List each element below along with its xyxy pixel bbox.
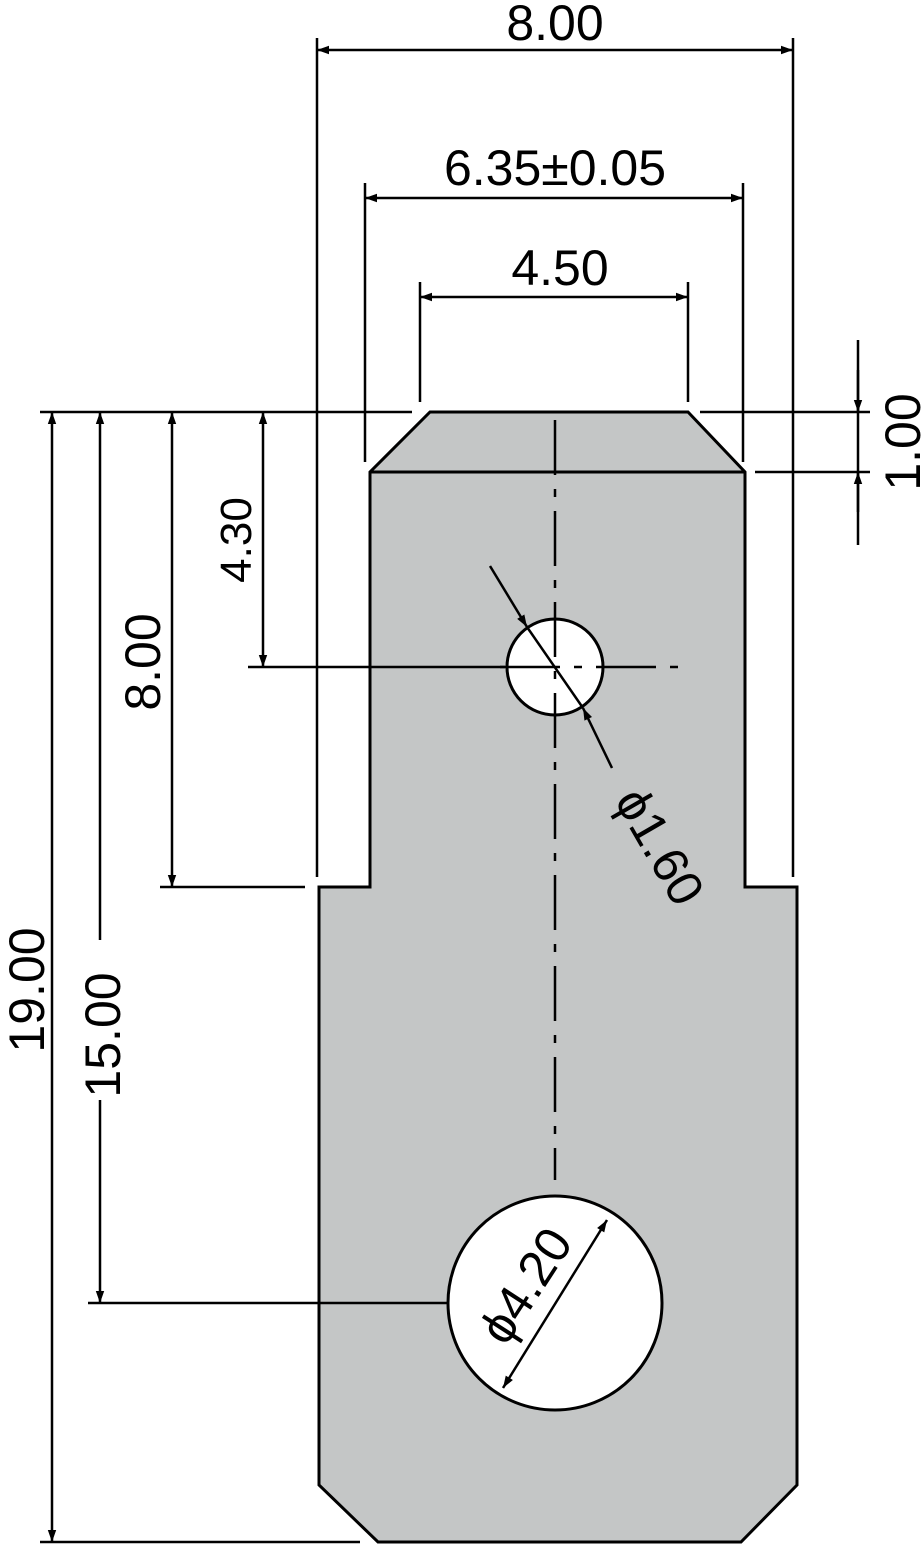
leader-small-hole: [488, 565, 529, 628]
dim-small-hole-position: 4.30: [212, 497, 261, 583]
dim-large-hole-position: 15.00: [75, 972, 131, 1097]
dim-chamfer-height: 1.00: [875, 393, 922, 490]
dim-tab-length: 8.00: [115, 613, 171, 710]
leader-small-hole: [525, 626, 585, 709]
dim-line-large-hole-diameter: [501, 1219, 609, 1389]
dim-tip-flat-width: 4.50: [511, 240, 608, 296]
dim-overall-width: 8.00: [506, 0, 603, 51]
leader-small-hole: [581, 707, 614, 769]
dim-overall-length: 19.00: [0, 927, 55, 1052]
dim-tab-width: 6.35±0.05: [444, 140, 666, 196]
